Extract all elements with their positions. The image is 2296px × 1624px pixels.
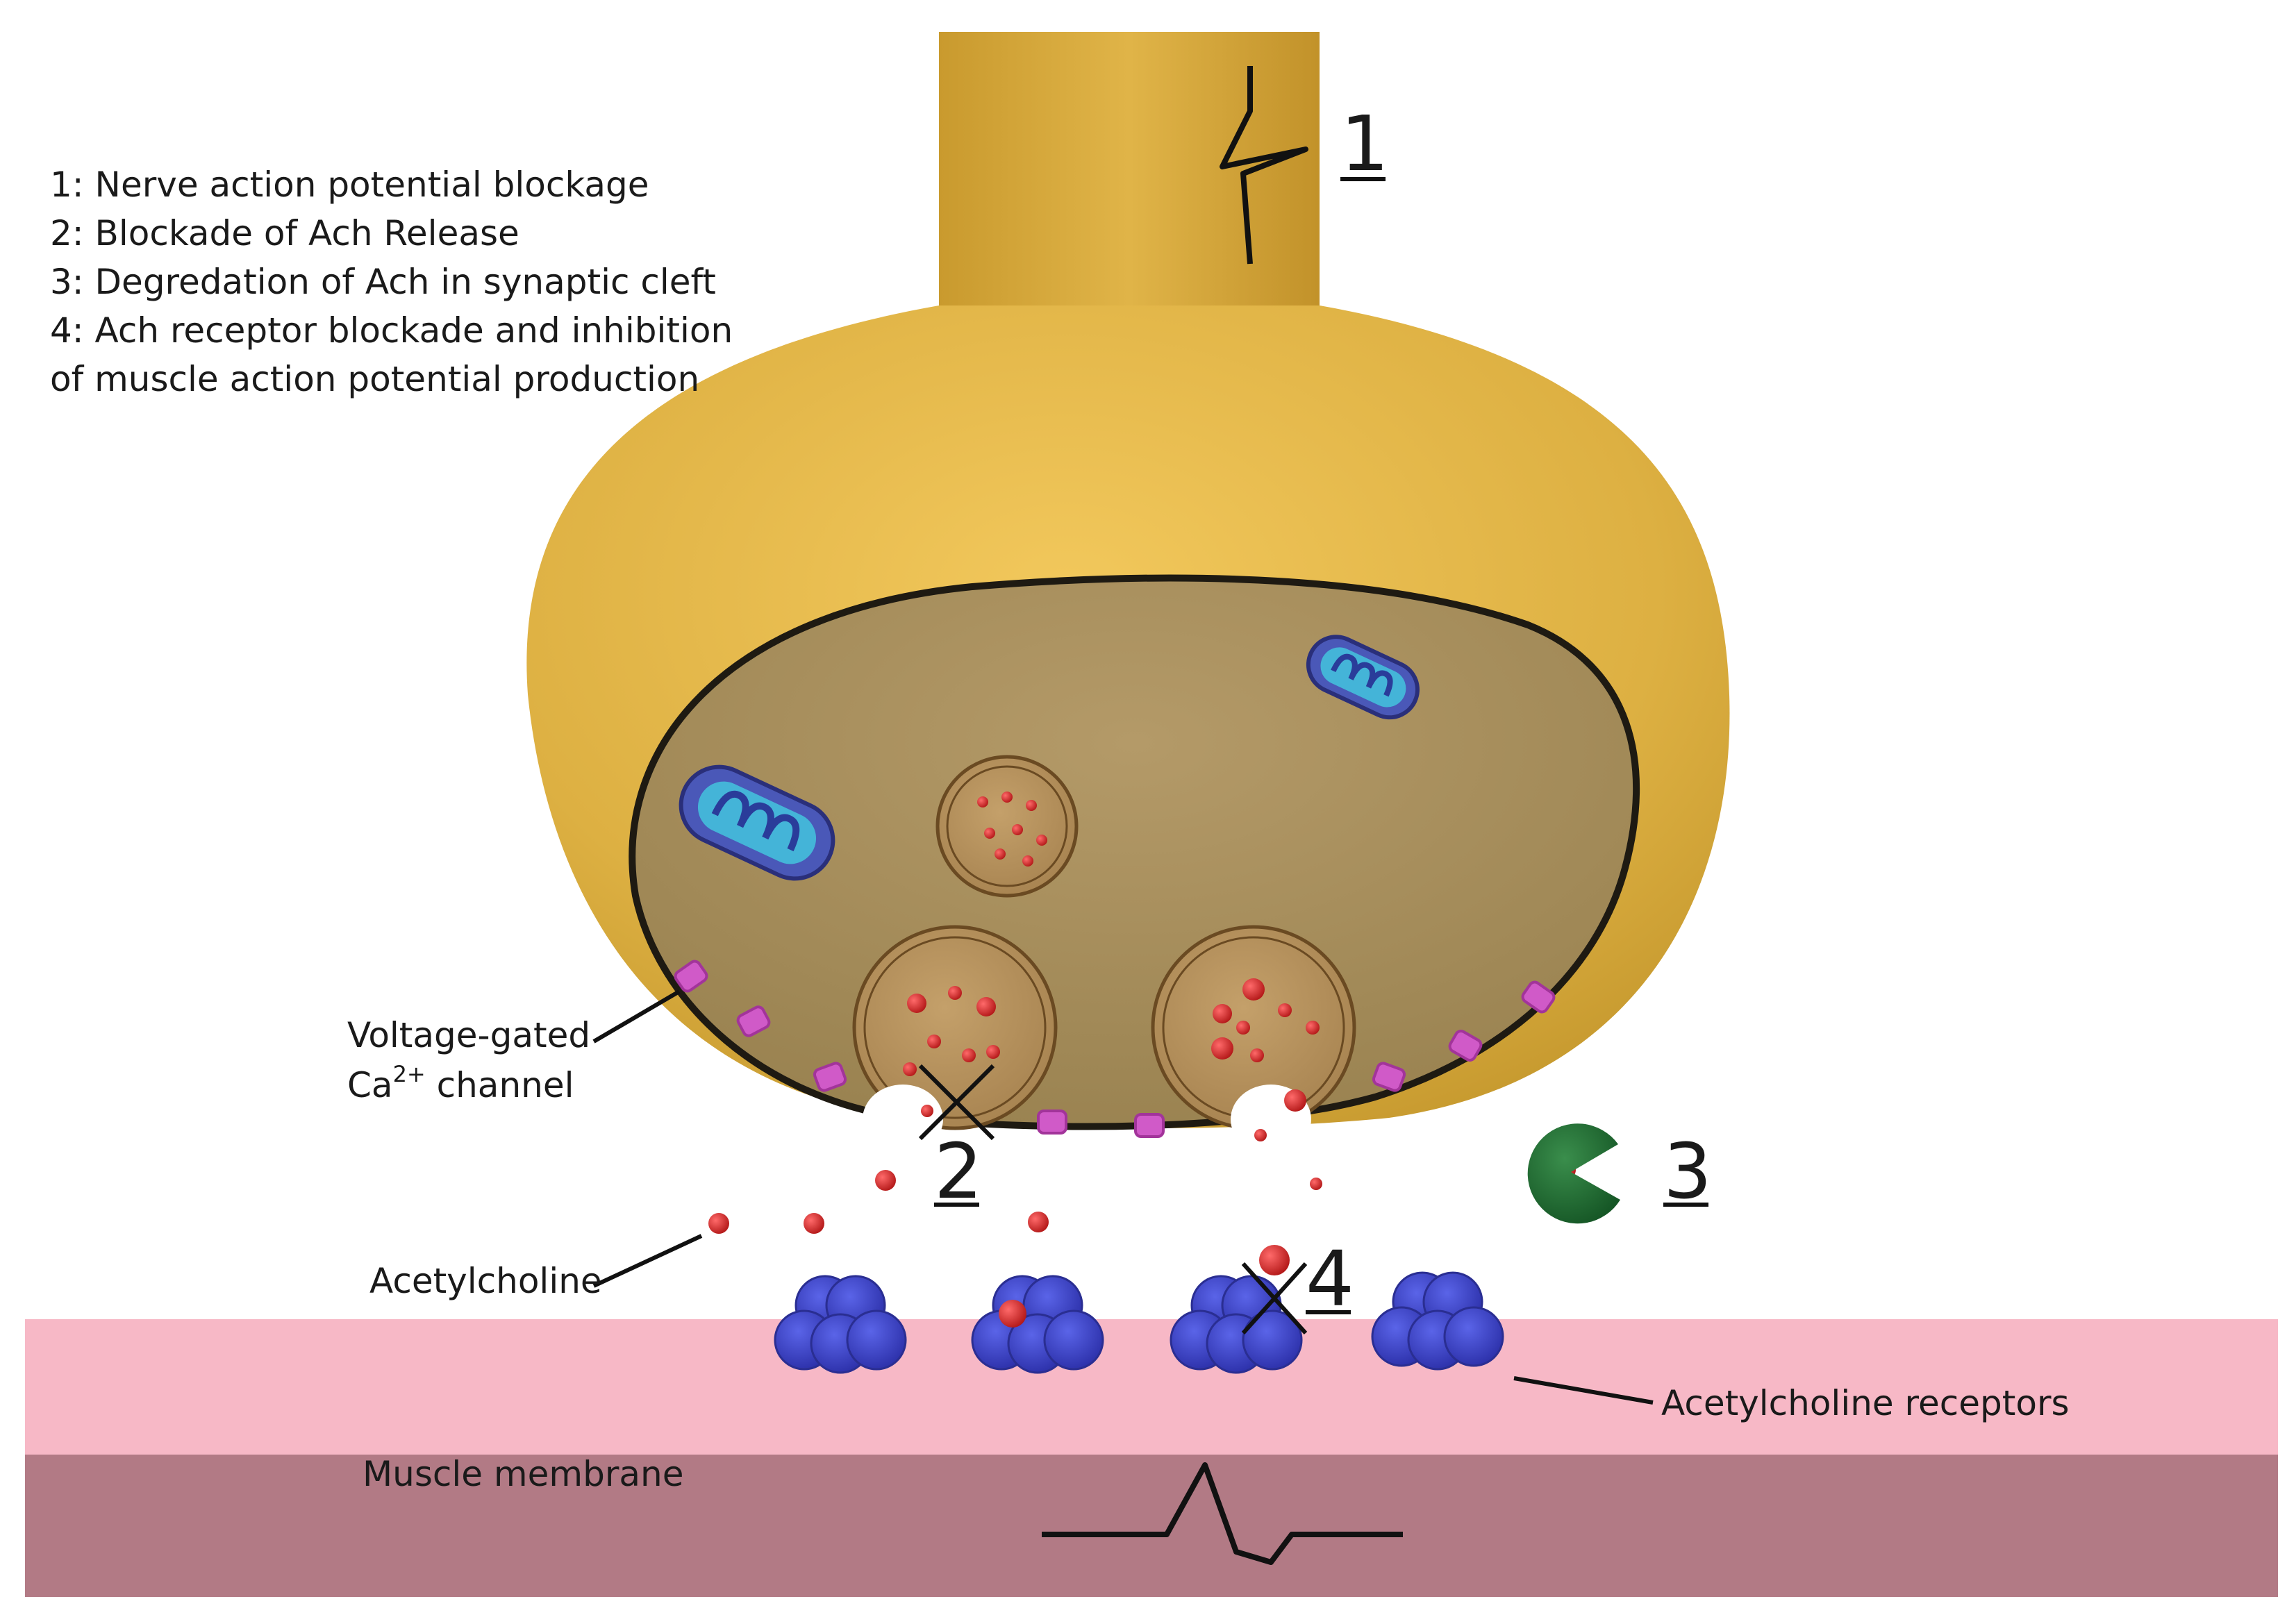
ach-molecule bbox=[1028, 1212, 1049, 1232]
release-pore-left bbox=[863, 1085, 943, 1154]
ca-channel bbox=[1372, 1062, 1406, 1092]
ach-receptor bbox=[1170, 1275, 1303, 1374]
ach-molecule bbox=[948, 986, 962, 1000]
nerve-action-potential-waveform bbox=[1220, 66, 1308, 265]
marker-3: 3 bbox=[1663, 1127, 1712, 1216]
label-muscle-membrane: Muscle membrane bbox=[363, 1454, 683, 1494]
ach-molecule bbox=[1236, 1021, 1250, 1035]
ach-molecule bbox=[804, 1213, 824, 1234]
ach-molecule bbox=[1310, 1178, 1322, 1190]
ach-molecule bbox=[1284, 1089, 1306, 1112]
marker-2: 2 bbox=[934, 1127, 983, 1216]
muscle-action-potential-waveform bbox=[1042, 1462, 1403, 1565]
ach-molecule bbox=[1022, 855, 1033, 867]
ach-molecule bbox=[995, 848, 1006, 860]
label-ca-superscript: 2+ bbox=[393, 1061, 426, 1087]
ach-molecule bbox=[1242, 978, 1265, 1001]
ca-channel bbox=[1037, 1110, 1067, 1135]
ach-molecule bbox=[875, 1170, 896, 1191]
ach-molecule bbox=[907, 994, 926, 1013]
synaptic-membrane-band bbox=[25, 1319, 2278, 1455]
acetylcholine-receptors bbox=[774, 1271, 1504, 1374]
legend-item: 2: Blockade of Ach Release bbox=[50, 213, 519, 253]
ach-molecule bbox=[1278, 1003, 1292, 1017]
synaptic-vesicle-docked-left bbox=[852, 925, 1058, 1130]
legend-item: 4: Ach receptor blockade and inhibition bbox=[50, 310, 733, 351]
marker-1: 1 bbox=[1340, 99, 1389, 188]
label-acetylcholine: Acetylcholine bbox=[369, 1261, 602, 1301]
ach-molecule bbox=[1026, 800, 1037, 811]
ach-receptor bbox=[1371, 1271, 1504, 1371]
ach-molecule bbox=[921, 1105, 933, 1117]
ca-channel bbox=[674, 960, 708, 993]
ca-channel bbox=[1521, 980, 1556, 1014]
block-mark-site4 bbox=[1241, 1262, 1308, 1335]
block-mark-site2 bbox=[918, 1064, 995, 1141]
legend-item: 1: Nerve action potential blockage bbox=[50, 165, 649, 205]
ach-molecule bbox=[1012, 824, 1023, 835]
legend-item: of muscle action potential production bbox=[50, 359, 699, 399]
ach-molecule bbox=[1250, 1048, 1264, 1062]
ach-molecule bbox=[976, 997, 996, 1016]
ach-receptor bbox=[971, 1275, 1104, 1374]
ca-channel bbox=[813, 1062, 847, 1092]
ach-molecule bbox=[1211, 1037, 1233, 1060]
ach-molecule bbox=[1254, 1129, 1267, 1141]
ach-molecule-bound bbox=[999, 1300, 1026, 1328]
ca-channel bbox=[736, 1005, 771, 1037]
leader-lines bbox=[592, 989, 1654, 1405]
ach-receptor bbox=[774, 1275, 907, 1374]
ach-molecule bbox=[962, 1048, 976, 1062]
mitochondrion-left bbox=[679, 764, 835, 881]
ach-molecule bbox=[708, 1213, 729, 1234]
synaptic-vesicle-free bbox=[935, 755, 1079, 898]
ach-molecule bbox=[903, 1062, 917, 1076]
ach-molecule bbox=[1306, 1021, 1320, 1035]
mitochondrion-right bbox=[1306, 635, 1420, 720]
acetylcholinesterase-enzyme bbox=[1527, 1123, 1620, 1224]
axon bbox=[939, 32, 1320, 324]
muscle-membrane-band bbox=[25, 1455, 2278, 1597]
marker-4: 4 bbox=[1306, 1234, 1354, 1323]
legend-item: 3: Degredation of Ach in synaptic cleft bbox=[50, 262, 716, 302]
ach-molecule bbox=[927, 1035, 941, 1048]
label-acetylcholine-receptors: Acetylcholine receptors bbox=[1661, 1383, 2070, 1423]
ca-channel bbox=[1134, 1113, 1165, 1138]
calcium-channels bbox=[674, 960, 1556, 1138]
ach-molecule bbox=[1001, 792, 1013, 803]
ach-molecule bbox=[1213, 1004, 1232, 1023]
ach-molecule bbox=[984, 828, 995, 839]
ach-molecule bbox=[986, 1045, 1000, 1059]
label-ca-channel: Ca2+ channel bbox=[347, 1061, 574, 1105]
label-voltage-gated: Voltage-gated bbox=[347, 1015, 590, 1055]
ca-channel bbox=[1448, 1030, 1483, 1062]
ach-molecule bbox=[977, 796, 988, 807]
legend: 1: Nerve action potential blockage 2: Bl… bbox=[50, 165, 733, 399]
ach-molecule bbox=[1036, 835, 1047, 846]
ach-molecule bbox=[1259, 1245, 1290, 1275]
